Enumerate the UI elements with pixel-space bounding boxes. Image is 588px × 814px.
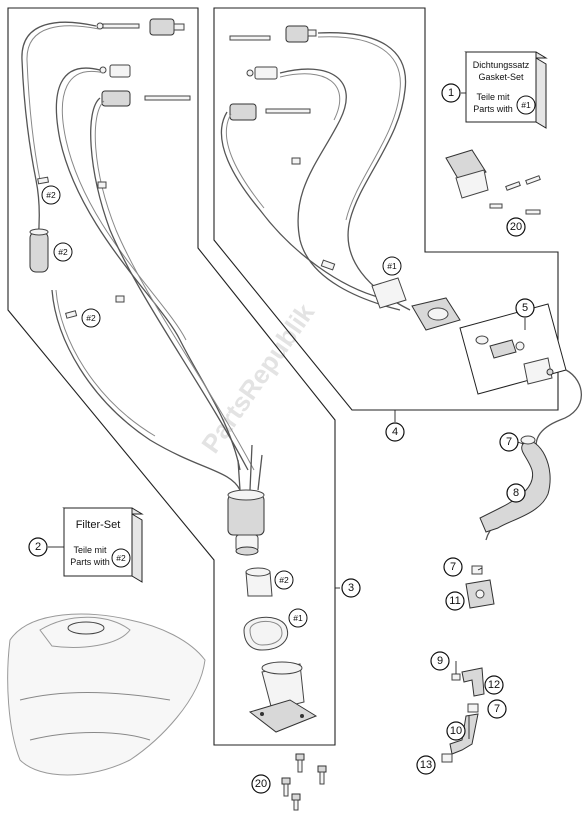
bracket-screws bbox=[489, 175, 541, 215]
fuel-tank bbox=[7, 613, 206, 776]
right-hose-assembly bbox=[220, 25, 541, 331]
svg-text:10: 10 bbox=[450, 725, 462, 737]
svg-text:1: 1 bbox=[448, 87, 454, 99]
svg-text:7: 7 bbox=[494, 703, 500, 715]
badge-1-o-ring: #1 bbox=[288, 608, 308, 628]
quick-connector-lower-left bbox=[101, 90, 191, 107]
svg-text:#2: #2 bbox=[58, 247, 68, 257]
svg-text:13: 13 bbox=[420, 759, 432, 771]
svg-text:#1: #1 bbox=[521, 100, 531, 110]
kit-filter-line1: Teile mit bbox=[73, 545, 107, 555]
drain-hose-8 bbox=[479, 369, 583, 541]
callout-13: 13 bbox=[416, 755, 436, 775]
callout-7-upper: 7 bbox=[499, 432, 519, 452]
callout-4: 4 bbox=[385, 422, 405, 442]
left-hose-assembly bbox=[21, 18, 327, 811]
svg-text:#2: #2 bbox=[86, 313, 96, 323]
callout-2: 2 bbox=[28, 537, 48, 557]
svg-text:7: 7 bbox=[506, 436, 512, 448]
quick-connector-mid-right bbox=[246, 66, 278, 80]
fuel-pump bbox=[227, 444, 265, 556]
pump-flange bbox=[248, 661, 318, 733]
svg-text:5: 5 bbox=[522, 302, 528, 314]
callout-9: 9 bbox=[430, 651, 450, 671]
svg-text:3: 3 bbox=[348, 582, 354, 594]
callout-20-bottom: 20 bbox=[251, 774, 271, 794]
kit-gasket-line4: Parts with bbox=[473, 104, 513, 114]
quick-connector-top-right bbox=[229, 25, 317, 43]
svg-text:20: 20 bbox=[510, 221, 522, 233]
svg-text:#1: #1 bbox=[387, 261, 397, 271]
svg-text:#2: #2 bbox=[116, 553, 126, 563]
badge-2-clamp-lower: #2 bbox=[81, 308, 101, 328]
quick-connector-top-left bbox=[96, 18, 185, 36]
tank-flange-right bbox=[371, 277, 461, 331]
svg-text:8: 8 bbox=[513, 487, 519, 499]
kit-filter-title: Filter-Set bbox=[76, 519, 121, 531]
quick-connector-mid-left bbox=[99, 64, 131, 78]
badge-2-sleeve: #2 bbox=[274, 570, 294, 590]
inline-fuel-filter bbox=[29, 228, 49, 273]
badge-1-flange: #1 bbox=[382, 256, 402, 276]
callout-10: 10 bbox=[446, 721, 466, 741]
gasket-set-kit: Dichtungssatz Gasket-Set Teile mit Parts… bbox=[464, 51, 548, 129]
group-3-frame bbox=[7, 7, 336, 746]
kit-gasket-badge: #1 bbox=[516, 95, 536, 115]
pump-sleeve bbox=[245, 567, 273, 597]
filter-set-kit: Filter-Set Teile mit Parts with #2 bbox=[62, 507, 144, 583]
kit-gasket-line3: Teile mit bbox=[476, 92, 510, 102]
svg-text:7: 7 bbox=[450, 561, 456, 573]
svg-text:9: 9 bbox=[437, 655, 443, 667]
callout-1: 1 bbox=[441, 83, 461, 103]
group-4-frame bbox=[213, 7, 559, 411]
flange-screws bbox=[281, 753, 327, 811]
svg-text:2: 2 bbox=[35, 541, 41, 553]
callout-20-top: 20 bbox=[506, 217, 526, 237]
mounting-bracket bbox=[445, 149, 489, 199]
kit-gasket-line1: Dichtungssatz bbox=[473, 60, 530, 70]
svg-text:#2: #2 bbox=[279, 575, 289, 585]
fitting-9-12 bbox=[451, 667, 485, 697]
detail-box-5 bbox=[459, 303, 567, 395]
pump-o-ring bbox=[243, 616, 288, 651]
kit-filter-line2: Parts with bbox=[70, 557, 110, 567]
callout-7-lower: 7 bbox=[487, 699, 507, 719]
fitting-11 bbox=[465, 565, 495, 609]
badge-2-filter: #2 bbox=[53, 242, 73, 262]
callout-7-mid: 7 bbox=[443, 557, 463, 577]
svg-text:#1: #1 bbox=[293, 613, 303, 623]
callout-8: 8 bbox=[506, 483, 526, 503]
callout-3: 3 bbox=[341, 578, 361, 598]
callout-12: 12 bbox=[484, 675, 504, 695]
svg-text:11: 11 bbox=[449, 595, 460, 607]
quick-connector-lower-right bbox=[229, 103, 311, 121]
kit-gasket-line2: Gasket-Set bbox=[478, 72, 524, 82]
svg-text:#2: #2 bbox=[46, 190, 56, 200]
callout-5: 5 bbox=[515, 298, 535, 318]
badge-2-clamp-upper: #2 bbox=[41, 185, 61, 205]
svg-text:20: 20 bbox=[255, 778, 267, 790]
svg-text:12: 12 bbox=[488, 679, 500, 691]
callout-11: 11 bbox=[445, 591, 465, 611]
kit-filter-badge: #2 bbox=[111, 548, 131, 568]
svg-text:4: 4 bbox=[392, 426, 398, 438]
